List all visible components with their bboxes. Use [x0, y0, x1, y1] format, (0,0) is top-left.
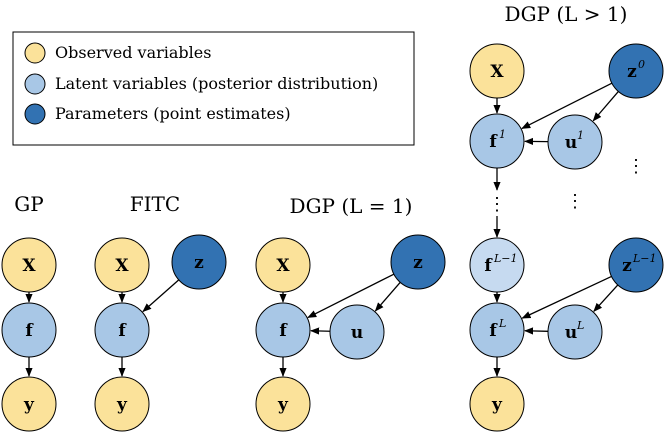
node-circle-gp_y [1, 376, 57, 432]
node-label-dL_zLm1: z [622, 256, 632, 276]
legend-label-observed: Observed variables [55, 43, 211, 62]
edge-dL_z0-to-dL_f1 [521, 82, 613, 129]
node-circle-gp_f [1, 302, 57, 358]
edge-dL_zLm1-to-dL_fL [521, 275, 612, 319]
node-label-fitc_z: z [194, 253, 204, 273]
node-fitc_z: z [171, 234, 227, 290]
node-gp_X: X [1, 237, 57, 293]
legend-box [12, 31, 415, 146]
node-circle-fitc_X [94, 237, 150, 293]
node-circle-dL_z0 [608, 43, 664, 99]
node-circle-dL_zLm1 [608, 237, 664, 293]
legend-swatch-observed [24, 42, 46, 64]
edge-dL_z0-to-dL_u1 [592, 91, 619, 122]
node-circle-gp_X [1, 237, 57, 293]
node-superscript-dL_z0: 0 [638, 58, 645, 71]
legend-swatch-parameter [24, 103, 46, 125]
node-superscript-dL_u1: 1 [577, 129, 584, 142]
node-circle-d1_X [255, 237, 311, 293]
edge-dL_zLm1-to-dL_uL [593, 284, 619, 312]
node-superscript-dL_uL: L [576, 319, 584, 332]
node-d1_X: X [255, 237, 311, 293]
vertical-ellipsis-left: ⋮ [488, 194, 506, 215]
node-label-gp_y: y [23, 395, 35, 415]
node-circle-dL_y [469, 376, 525, 432]
node-circle-dL_f1 [469, 113, 525, 169]
node-circle-dL_fL [469, 302, 525, 358]
node-fitc_f: f [94, 302, 150, 358]
node-label-dL_y: y [491, 395, 503, 415]
node-label-dL_z0: z [627, 62, 637, 82]
node-superscript-dL_zLm1: L−1 [632, 252, 657, 265]
title-dgp-lgt1: DGP (L > 1) [505, 2, 628, 26]
node-circle-dL_uL [547, 304, 603, 360]
node-superscript-dL_f1: 1 [499, 128, 506, 141]
legend-swatch-latent [24, 73, 46, 95]
edge-d1_z-to-d1_f [307, 273, 395, 318]
node-fitc_y: y [94, 376, 150, 432]
node-superscript-dL_fL: L [498, 317, 506, 330]
node-dL_y: y [469, 376, 525, 432]
node-label-d1_u: u [351, 323, 363, 343]
node-circle-dL_u1 [547, 114, 603, 170]
node-circle-d1_u [329, 304, 385, 360]
node-label-dL_u1: u [565, 133, 577, 153]
edge-d1_z-to-d1_u [374, 281, 401, 312]
node-d1_u: u [329, 304, 385, 360]
node-circle-d1_y [255, 376, 311, 432]
node-label-fitc_y: y [116, 395, 128, 415]
node-circle-fitc_z [171, 234, 227, 290]
node-d1_y: y [255, 376, 311, 432]
edge-d1_u-to-d1_f [310, 327, 331, 335]
node-label-gp_f: f [25, 321, 34, 341]
node-label-dL_f1: f [489, 132, 498, 152]
node-circle-fitc_y [94, 376, 150, 432]
node-fitc_X: X [94, 237, 150, 293]
node-superscript-dL_fLm1: L−1 [493, 252, 518, 265]
node-circle-d1_f [255, 302, 311, 358]
node-label-dL_fL: f [489, 321, 498, 341]
node-circle-d1_z [390, 234, 446, 290]
node-label-d1_X: X [276, 256, 290, 276]
node-label-d1_y: y [277, 395, 289, 415]
edges [25, 82, 619, 377]
legend-label-latent: Latent variables (posterior distribution… [55, 74, 378, 93]
title-dgp-l1: DGP (L = 1) [290, 194, 413, 218]
vertical-ellipsis-right: ⋮ [627, 156, 645, 177]
node-label-dL_X: X [490, 62, 504, 82]
node-gp_y: y [1, 376, 57, 432]
node-gp_f: f [1, 302, 57, 358]
node-circle-dL_X [469, 43, 525, 99]
node-label-d1_z: z [413, 253, 423, 273]
node-d1_z: z [390, 234, 446, 290]
node-label-dL_uL: u [565, 323, 577, 343]
node-d1_f: f [255, 302, 311, 358]
node-dL_X: X [469, 43, 525, 99]
vertical-ellipsis-mid: ⋮ [566, 191, 584, 212]
title-gp: GP [14, 192, 43, 216]
node-label-d1_f: f [279, 321, 288, 341]
node-circle-dL_fLm1 [469, 237, 525, 293]
node-circle-fitc_f [94, 302, 150, 358]
node-label-gp_X: X [22, 256, 36, 276]
node-label-fitc_f: f [118, 321, 127, 341]
edge-fitc_z-to-fitc_f [142, 279, 180, 313]
title-fitc: FITC [130, 192, 180, 216]
node-label-dL_fLm1: f [484, 256, 493, 276]
node-label-fitc_X: X [115, 256, 129, 276]
edge-dL_uL-to-dL_fL [524, 327, 549, 335]
legend-label-parameter: Parameters (point estimates) [55, 104, 291, 123]
